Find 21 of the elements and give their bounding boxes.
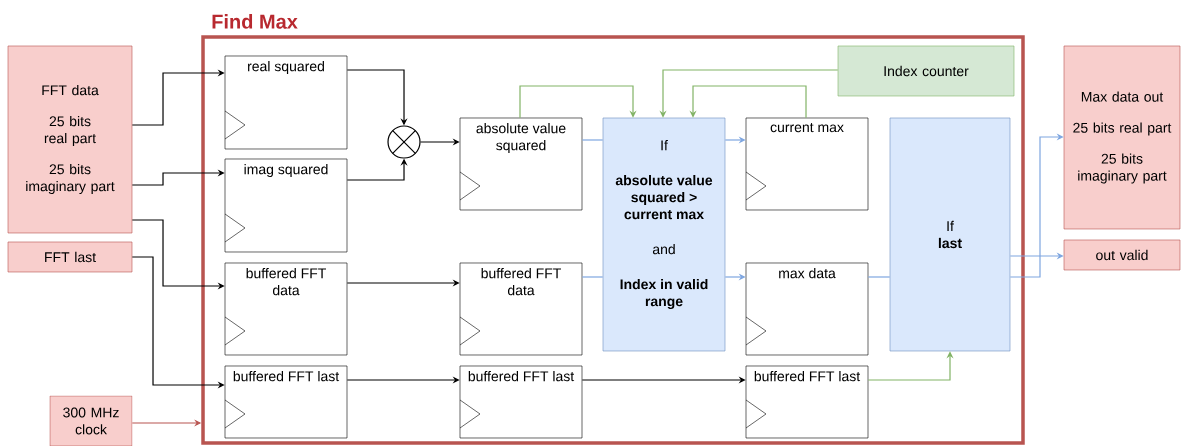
register-box: absolute value squared (459, 117, 583, 211)
arrow (519, 85, 637, 119)
register-box: current max (745, 117, 869, 211)
multiplier-symbol (387, 125, 421, 159)
register-box: real squared (224, 55, 348, 150)
port-box: FFT data 25 bits real part 25 bits imaginary part (7, 45, 133, 234)
register-box: buffered FFT last (224, 365, 348, 439)
port-box: 300 MHz clock (49, 395, 133, 446)
register-box: buffered FFT data (224, 262, 348, 356)
port-box: FFT last (7, 241, 133, 273)
register-box: buffered FFT last (459, 365, 583, 439)
counter-box: Index counter (837, 45, 1015, 97)
port-box: Max data out 25 bits real part 25 bits imaginary part (1063, 45, 1181, 230)
register-box: imag squared (224, 158, 348, 253)
node-label: Find Max (212, 14, 298, 29)
register-box: buffered FFT last (745, 365, 869, 439)
register-box: buffered FFT data (459, 262, 583, 356)
port-box: out valid (1063, 239, 1181, 271)
register-box: max data (745, 262, 869, 356)
condition-box: If absolute value squared > current max and Index in valid range (602, 117, 726, 352)
condition-box: If last (889, 117, 1011, 352)
